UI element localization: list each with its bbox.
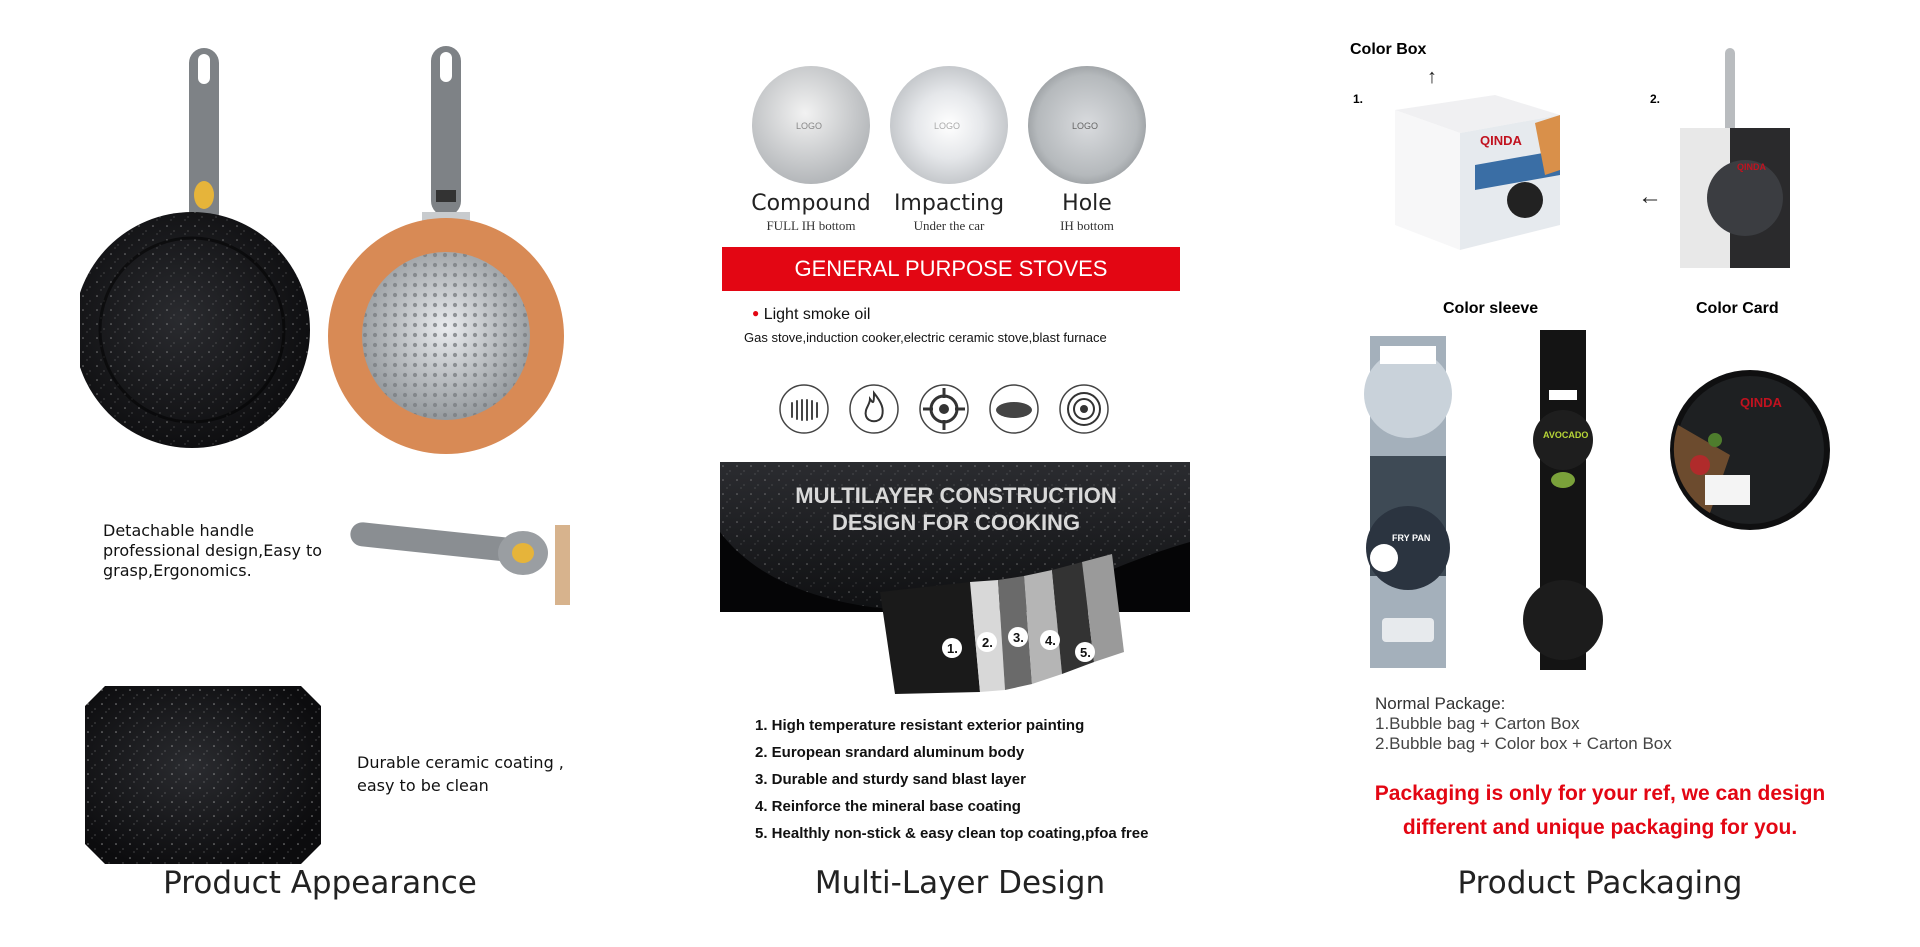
construction-title-line2: DESIGN FOR COOKING: [832, 510, 1080, 535]
construction-title-line1: MULTILAYER CONSTRUCTION: [795, 483, 1116, 508]
boxed-pan-image: QINDA: [1680, 48, 1790, 268]
detachable-handle-image: [350, 522, 570, 605]
arrow-up-icon: ↑: [1427, 66, 1437, 88]
disc-logo: LOGO: [1072, 121, 1099, 131]
color-sleeve-label: Color sleeve: [1443, 300, 1539, 317]
normal-package-item: 2.Bubble bag + Color box + Carton Box: [1375, 734, 1672, 753]
card-brand-text: QINDA: [1740, 395, 1783, 410]
caption-product-packaging: Product Packaging: [1457, 865, 1743, 901]
multilayer-design-panel: LOGO LOGO LOGO Compound Impacting Hole F…: [640, 0, 1280, 947]
coating-description: Durable ceramic coating , easy to be cle…: [357, 751, 564, 797]
feature-item: 4. Reinforce the mineral base coating: [755, 798, 1021, 815]
arrow-left-icon: ←: [1638, 183, 1662, 210]
layer-number: 4.: [1045, 633, 1056, 648]
electric-hob-icon: [1059, 384, 1109, 434]
bottom-sub-impacting: Under the car: [913, 218, 985, 233]
layer-number: 5.: [1080, 645, 1091, 660]
frying-pans-image: [80, 46, 564, 454]
stove-list-text: Gas stove,induction cooker,electric cera…: [744, 330, 1107, 345]
step-2-label: 2.: [1650, 92, 1661, 106]
packaging-note-line: Packaging is only for your ref, we can d…: [1374, 782, 1826, 805]
disc-logo: LOGO: [796, 121, 823, 131]
bottom-name-hole: Hole: [1062, 191, 1112, 216]
handle-text-line: professional design,Easy to: [103, 541, 323, 560]
feature-item: 5. Healthly non-stick & easy clean top c…: [755, 825, 1149, 842]
box-brand-text: QINDA: [1480, 133, 1523, 148]
color-card-image: QINDA: [1670, 370, 1830, 530]
normal-package-item: 1.Bubble bag + Carton Box: [1375, 714, 1580, 733]
coating-text-line: easy to be clean: [357, 776, 489, 795]
grey-sleeve-image: FRY PAN: [1364, 336, 1452, 668]
bottom-name-compound: Compound: [751, 191, 871, 216]
caption-product-appearance: Product Appearance: [163, 865, 477, 901]
multilayer-construction-image: MULTILAYER CONSTRUCTION DESIGN FOR COOKI…: [720, 462, 1190, 694]
bullet-dot-icon: ●: [752, 306, 760, 320]
color-card-label: Color Card: [1696, 300, 1779, 317]
disc-logo: LOGO: [934, 121, 961, 131]
layer-number: 2.: [982, 635, 993, 650]
general-purpose-stoves-banner: GENERAL PURPOSE STOVES: [722, 247, 1180, 291]
sleeve-variant-text: AVOCADO: [1543, 430, 1588, 440]
induction-coil-icon: [779, 384, 829, 434]
bottom-name-impacting: Impacting: [893, 191, 1005, 216]
layer-number: 1.: [947, 641, 958, 656]
color-box-image: QINDA: [1395, 95, 1560, 250]
product-packaging-panel: Color Box 1. 2. ↑ ← QINDA QINDA Color sl…: [1280, 0, 1920, 947]
bullet-text: Light smoke oil: [763, 306, 871, 323]
bottom-sub-compound: FULL IH bottom: [766, 218, 856, 233]
normal-package-title: Normal Package:: [1375, 694, 1506, 713]
sleeve-product-text: FRY PAN: [1392, 533, 1430, 543]
box-brand-text: QINDA: [1737, 162, 1767, 172]
gas-flame-icon: [849, 384, 899, 434]
handle-description: Detachable handle professional design,Ea…: [103, 521, 322, 581]
bottom-sub-hole: IH bottom: [1060, 218, 1114, 233]
feature-item: 1. High temperature resistant exterior p…: [755, 717, 1085, 734]
handle-text-line: Detachable handle: [103, 521, 255, 540]
compound-bottom-disc: LOGO: [752, 66, 870, 184]
caption-multilayer-design: Multi-Layer Design: [814, 865, 1106, 901]
product-appearance-panel: Detachable handle professional design,Ea…: [0, 0, 640, 947]
feature-item: 3. Durable and sturdy sand blast layer: [755, 771, 1026, 788]
ceramic-plate-icon: [989, 384, 1039, 434]
handle-text-line: grasp,Ergonomics.: [103, 561, 252, 580]
feature-item: 2. European srandard aluminum body: [755, 744, 1025, 761]
ceramic-coating-closeup: [85, 686, 321, 864]
layer-number: 3.: [1013, 630, 1024, 645]
bullet-item: ● Light smoke oil: [752, 306, 870, 324]
black-sleeve-image: AVOCADO: [1523, 330, 1603, 670]
color-box-label: Color Box: [1350, 41, 1427, 58]
gas-burner-icon: [919, 384, 969, 434]
step-1-label: 1.: [1353, 92, 1364, 106]
impacting-bottom-disc: LOGO: [890, 66, 1008, 184]
coating-text-line: Durable ceramic coating ,: [357, 753, 564, 772]
packaging-note-line: different and unique packaging for you.: [1402, 816, 1798, 839]
hole-bottom-disc: LOGO: [1028, 66, 1146, 184]
